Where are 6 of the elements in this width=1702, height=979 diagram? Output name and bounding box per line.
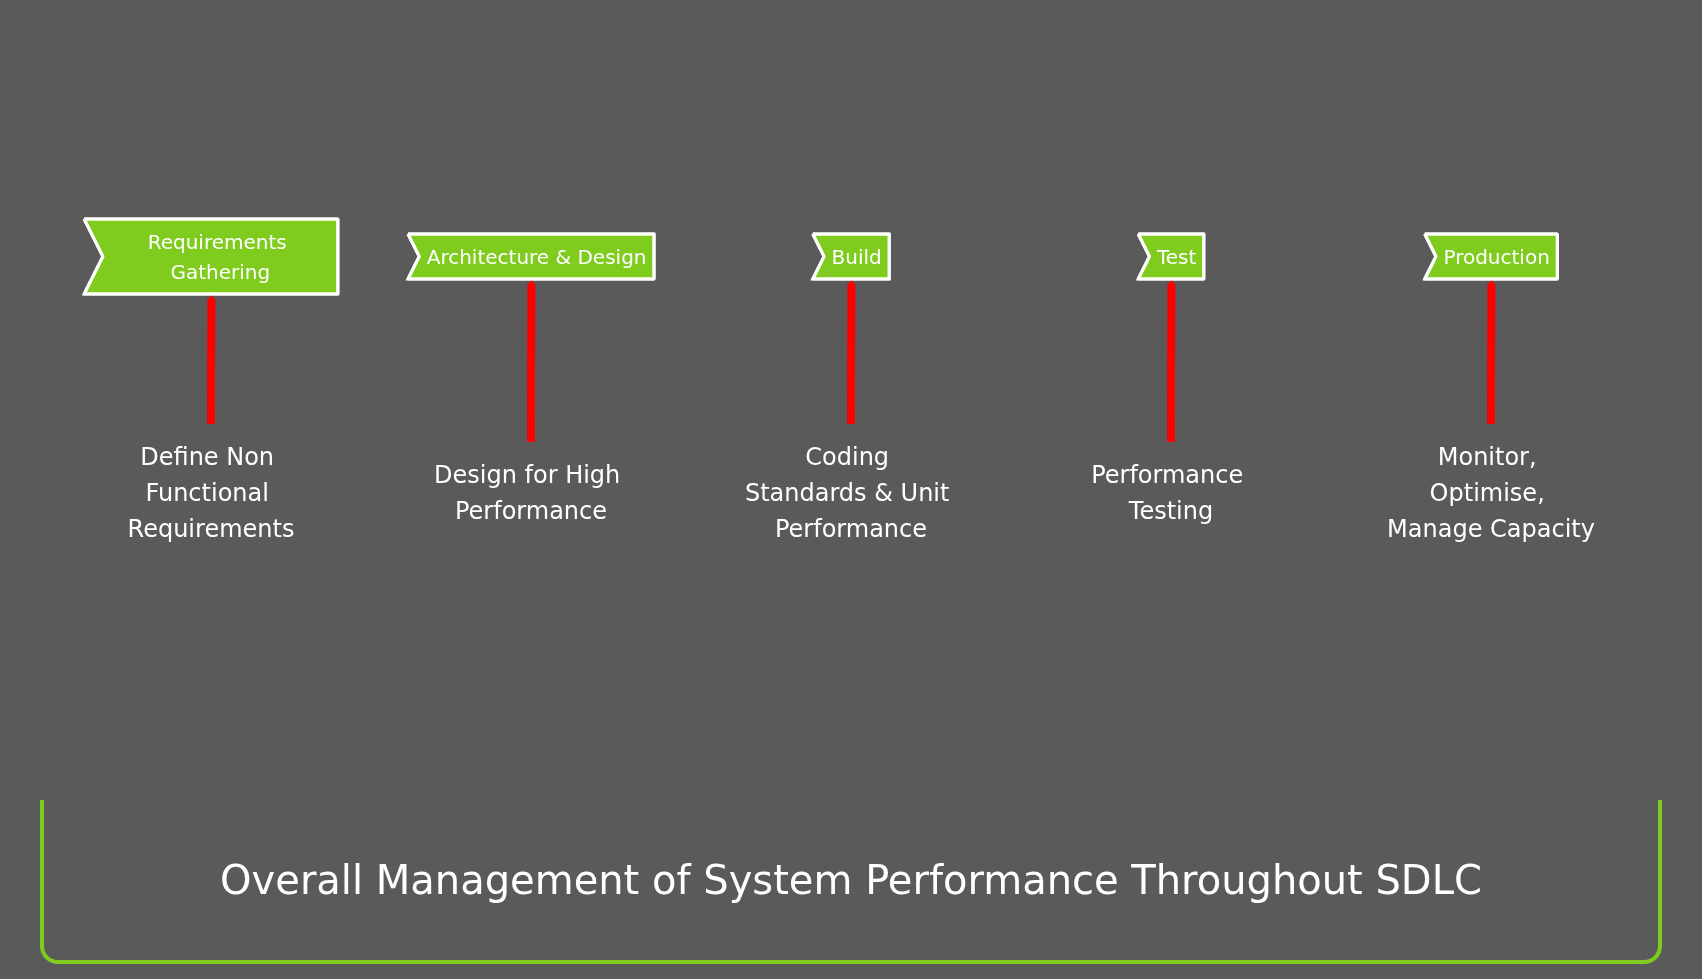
node-text: Define Non Functional Requirements [127, 442, 295, 543]
node-text: Design for High Performance [434, 460, 621, 525]
node-text: Performance Testing [1091, 460, 1244, 525]
node-text: Monitor, Optimise, Manage Capacity [1387, 442, 1595, 543]
node-text: Coding Standards & Unit Performance [744, 442, 950, 543]
bracket-caption: Overall Management of System Performance Throughout SDLC [220, 857, 1482, 903]
